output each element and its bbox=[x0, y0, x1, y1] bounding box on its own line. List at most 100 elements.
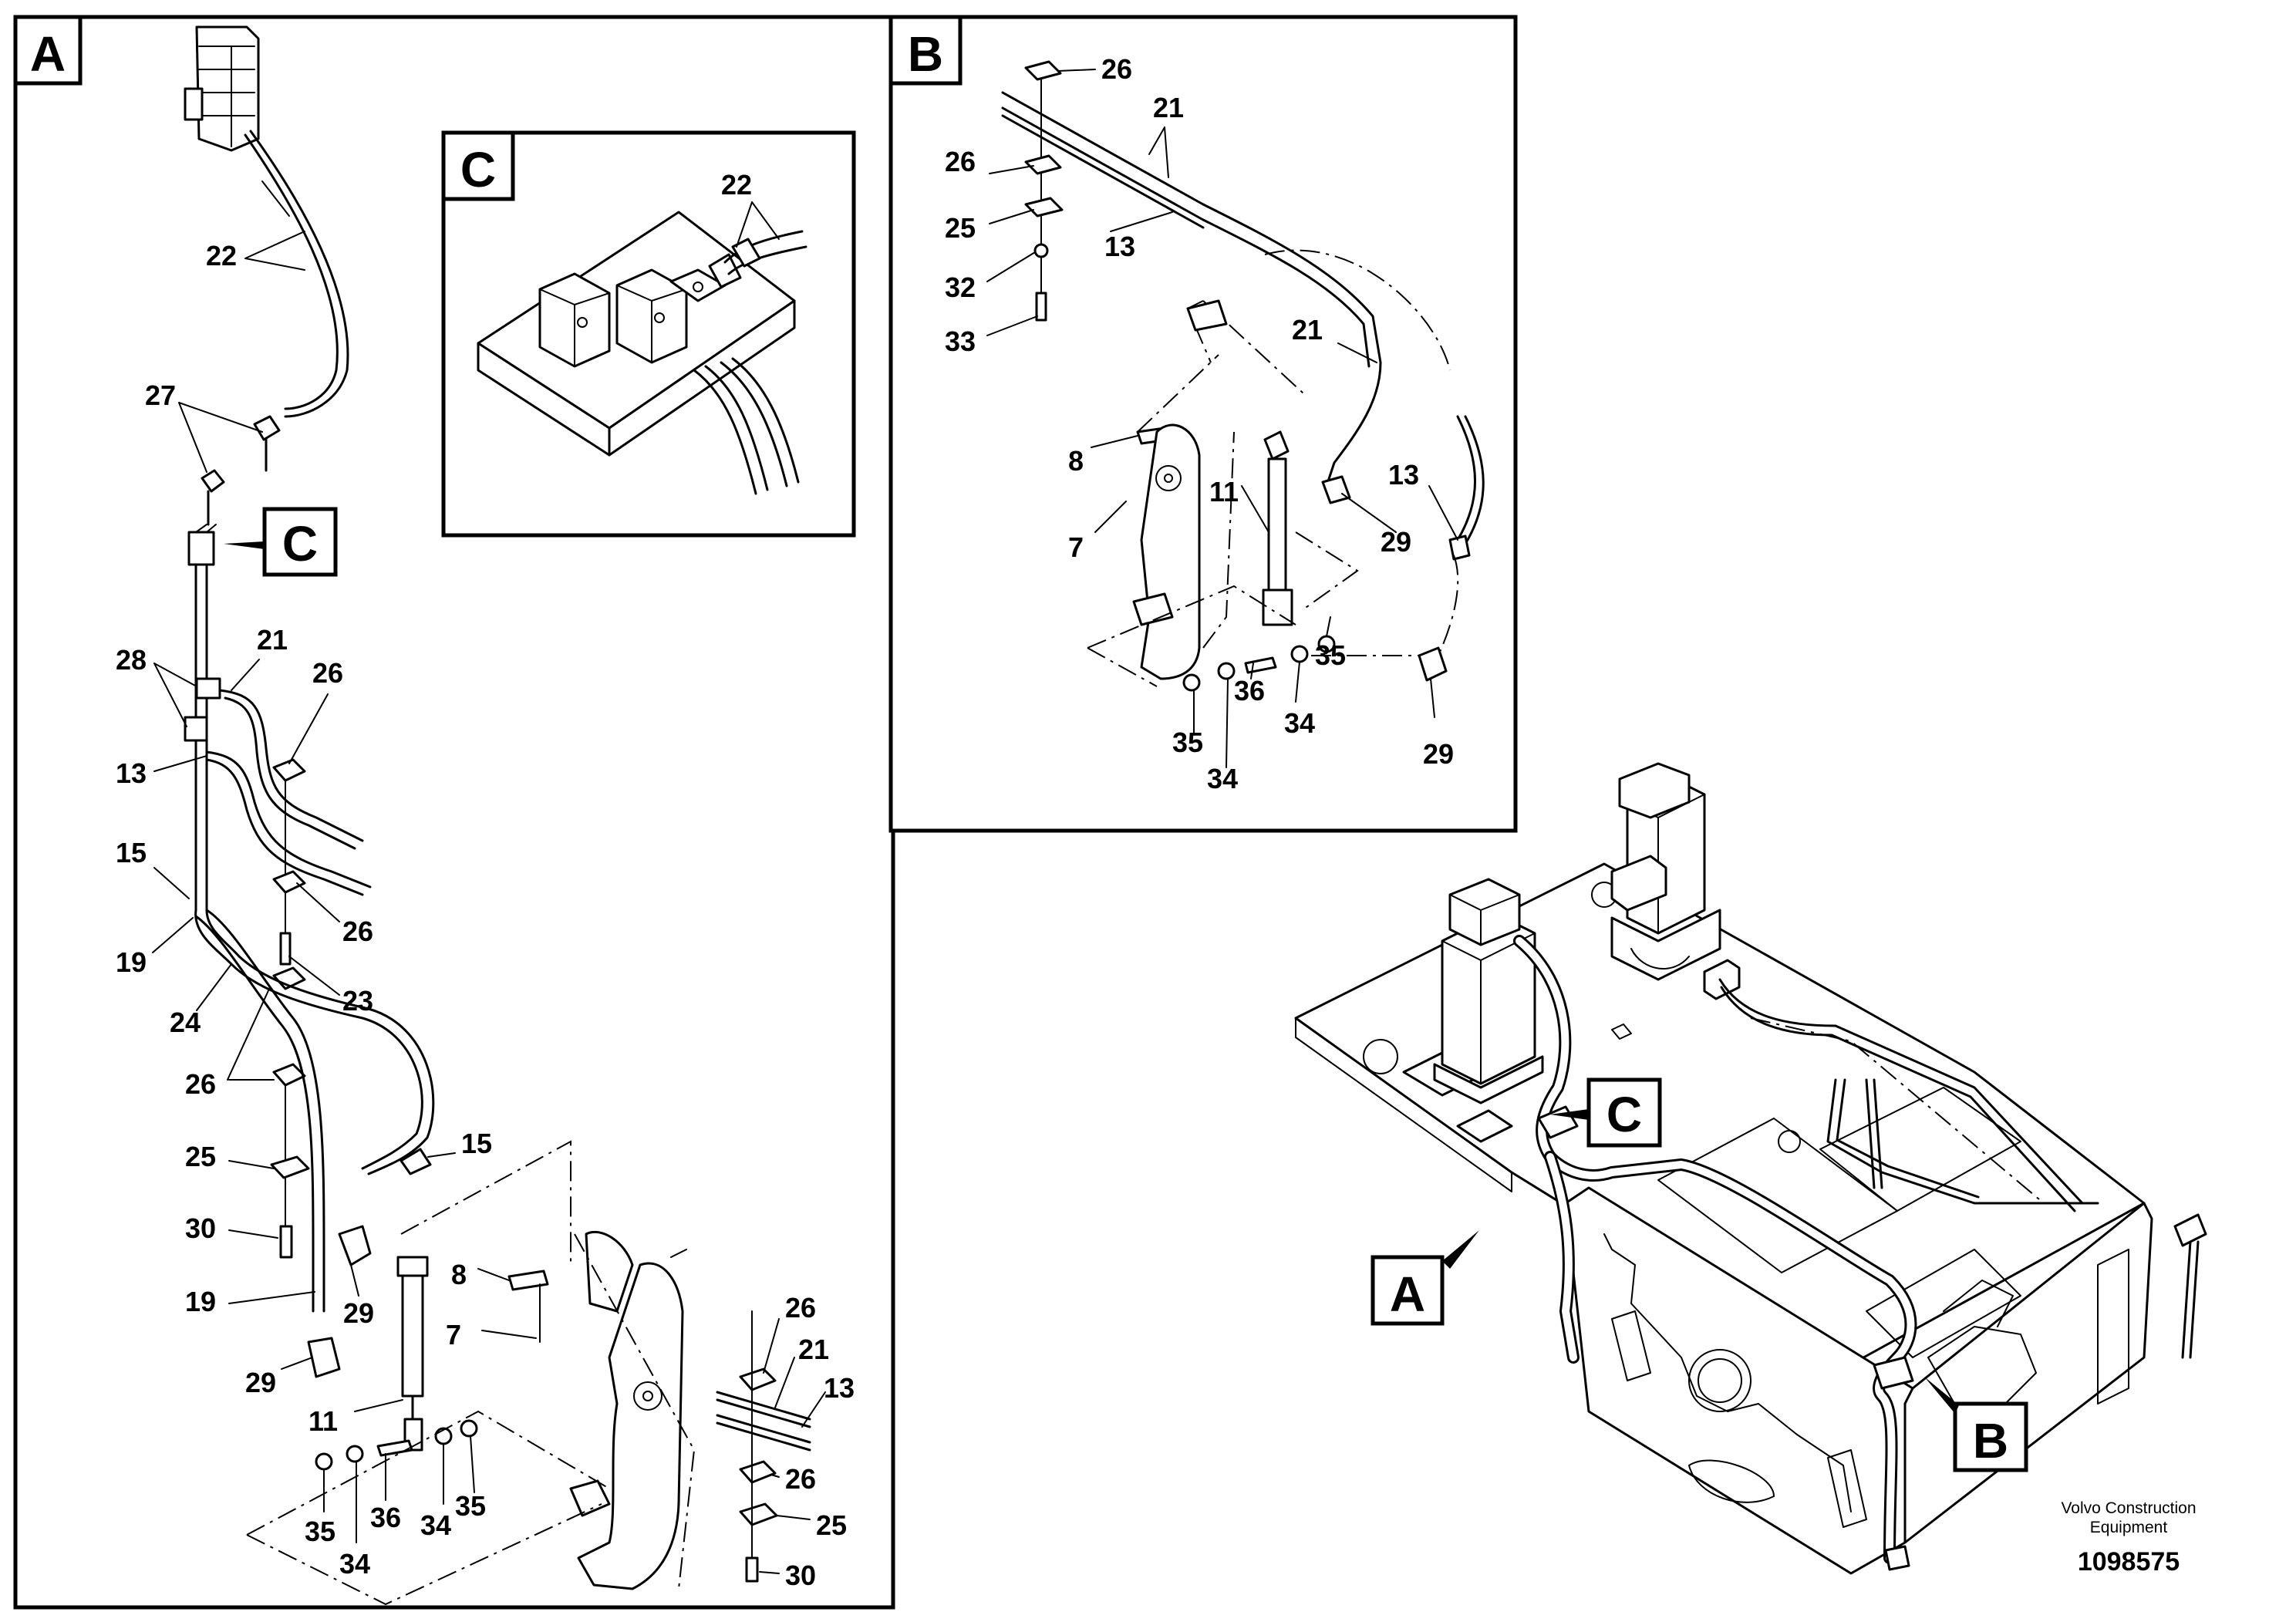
view-c-leader bbox=[736, 201, 780, 248]
view-c-callout-22: 22 bbox=[721, 169, 752, 201]
pipe-13 bbox=[205, 750, 372, 889]
view-c-ref-tag: C bbox=[282, 516, 318, 572]
clamp-26-right bbox=[739, 1367, 777, 1391]
plate-25 bbox=[270, 1155, 310, 1179]
fitting-27 bbox=[253, 415, 281, 441]
callout-13: 13 bbox=[116, 757, 147, 789]
callout-34: 34 bbox=[1284, 707, 1315, 739]
view-a-tag-box bbox=[13, 15, 83, 86]
callout-25: 25 bbox=[816, 1509, 847, 1541]
callout-11: 11 bbox=[1209, 476, 1239, 508]
callout-7: 7 bbox=[1068, 531, 1084, 563]
washer-35b bbox=[460, 1419, 478, 1438]
callout-35: 35 bbox=[455, 1490, 486, 1522]
callout-35: 35 bbox=[1315, 639, 1346, 671]
callout-36: 36 bbox=[1234, 675, 1265, 706]
bolt-30-right bbox=[745, 1556, 759, 1583]
view-b-tag: B bbox=[908, 26, 943, 82]
hose-15 bbox=[194, 909, 423, 1170]
callout-11: 11 bbox=[308, 1405, 338, 1437]
main-view-a-arrow bbox=[1442, 1230, 1479, 1269]
callout-35: 35 bbox=[305, 1516, 335, 1547]
machine-frame-assembly bbox=[1294, 762, 2207, 1575]
callout-24: 24 bbox=[170, 1007, 201, 1038]
elbow-29-lower bbox=[307, 1337, 341, 1378]
callout-26: 26 bbox=[1101, 53, 1132, 85]
maker-line-1: Volvo Construction bbox=[2061, 1499, 2196, 1517]
callout-23: 23 bbox=[342, 985, 373, 1017]
callout-30: 30 bbox=[185, 1212, 216, 1244]
callout-35: 35 bbox=[1172, 727, 1203, 758]
callout-7: 7 bbox=[446, 1319, 461, 1351]
clamp-26-upper bbox=[272, 758, 306, 782]
view-b-callouts: 26 21 26 25 13 32 33 21 8 11 13 7 29 35 … bbox=[945, 53, 1454, 794]
callout-36: 36 bbox=[370, 1502, 401, 1533]
callout-13: 13 bbox=[1388, 459, 1419, 491]
callout-29: 29 bbox=[245, 1367, 276, 1398]
view-a-tag: A bbox=[30, 26, 66, 82]
view-a-callouts: 22 27 28 21 26 13 15 19 26 23 24 26 26 2… bbox=[116, 240, 855, 1591]
fitting-27b bbox=[201, 469, 225, 493]
callout-21: 21 bbox=[798, 1334, 829, 1365]
callout-19: 19 bbox=[185, 1286, 216, 1317]
view-c-ref-arrow bbox=[224, 541, 265, 549]
view-b-frame bbox=[888, 15, 1518, 833]
valve-mount-plate bbox=[477, 211, 807, 495]
elbow-29-upper bbox=[338, 1225, 372, 1266]
view-a-leaders bbox=[152, 231, 826, 1574]
callout-8: 8 bbox=[1068, 445, 1084, 477]
callout-25: 25 bbox=[185, 1141, 216, 1172]
callout-19: 19 bbox=[116, 946, 147, 978]
clamp-26-low2 bbox=[272, 1063, 306, 1087]
callout-15: 15 bbox=[116, 837, 147, 868]
view-c-tag: C bbox=[460, 142, 496, 197]
washer-34 bbox=[346, 1445, 364, 1463]
view-b-leaders bbox=[986, 69, 1458, 768]
bolt-23 bbox=[279, 932, 292, 966]
callout-27: 27 bbox=[145, 379, 176, 411]
main-view-c-tag: C bbox=[1607, 1087, 1642, 1142]
callout-34: 34 bbox=[420, 1509, 451, 1541]
callout-21: 21 bbox=[1153, 92, 1184, 123]
view-c-tag-box bbox=[441, 130, 515, 201]
brake-cylinder-11 bbox=[396, 1140, 571, 1452]
main-view-b-tag: B bbox=[1973, 1413, 2008, 1469]
callout-32: 32 bbox=[945, 271, 976, 303]
hose-22-pair bbox=[244, 130, 349, 418]
callout-25: 25 bbox=[945, 212, 976, 244]
callout-8: 8 bbox=[451, 1259, 467, 1290]
callout-26: 26 bbox=[185, 1068, 216, 1100]
clamp-26-mid bbox=[272, 870, 306, 894]
bolt-30 bbox=[279, 1225, 293, 1259]
callout-26: 26 bbox=[312, 657, 343, 689]
callout-26: 26 bbox=[785, 1463, 816, 1495]
rod-outline-dash bbox=[574, 1233, 696, 1590]
tee-28 bbox=[195, 677, 221, 700]
main-view-b-tag-box bbox=[1953, 1401, 2028, 1472]
fitting-15 bbox=[400, 1148, 432, 1175]
main-hose-run bbox=[1513, 935, 1917, 1571]
pin-36 bbox=[376, 1439, 413, 1457]
callout-26: 26 bbox=[785, 1292, 816, 1324]
pin-8 bbox=[507, 1270, 549, 1291]
hose-19 bbox=[205, 909, 325, 1313]
maker-line-2: Equipment bbox=[2090, 1519, 2168, 1536]
view-b-drawing bbox=[1001, 60, 1485, 692]
callout-29: 29 bbox=[343, 1297, 374, 1329]
callout-13: 13 bbox=[824, 1372, 855, 1404]
callout-34: 34 bbox=[1207, 763, 1238, 794]
main-view-a-tag: A bbox=[1390, 1266, 1425, 1322]
callout-29: 29 bbox=[1423, 738, 1454, 770]
callout-15: 15 bbox=[461, 1128, 492, 1159]
callout-13: 13 bbox=[1104, 231, 1135, 262]
washer-35 bbox=[315, 1452, 333, 1471]
callout-30: 30 bbox=[785, 1560, 816, 1591]
tee-28b bbox=[184, 716, 208, 742]
control-valve-block bbox=[184, 25, 260, 152]
callout-28: 28 bbox=[116, 644, 147, 676]
brake-pedal-lever bbox=[569, 1230, 684, 1590]
callout-34: 34 bbox=[339, 1548, 370, 1580]
view-b-tag-box bbox=[888, 15, 963, 86]
callout-29: 29 bbox=[1381, 526, 1411, 558]
